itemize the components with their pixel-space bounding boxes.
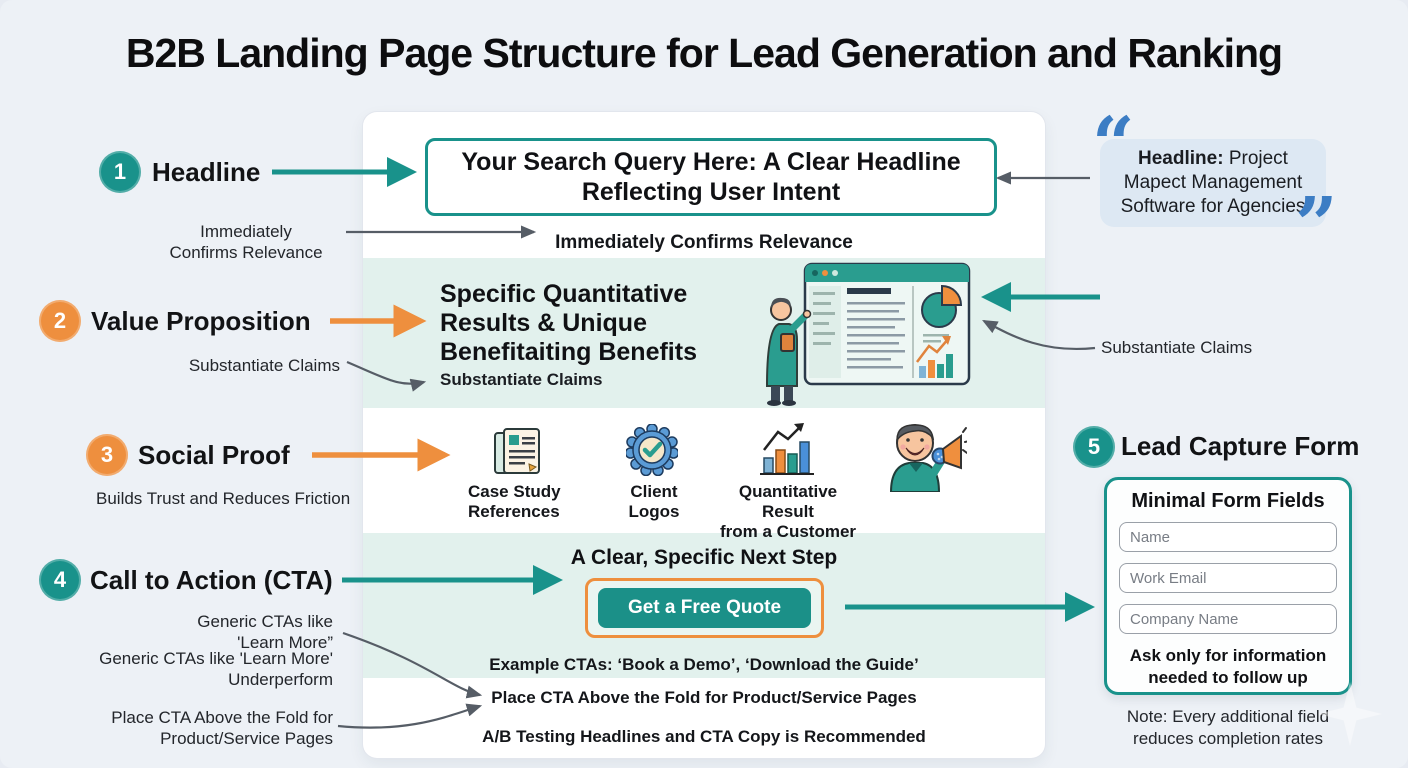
step-1-label: Headline — [152, 157, 261, 187]
badge-check-icon — [626, 424, 678, 476]
value-prop-text: Specific Quantitative Results & Unique B… — [440, 280, 697, 366]
megaphone-person-icon — [889, 424, 967, 492]
landing-page-mockup-card: Your Search Query Here: A Clear Headline… — [363, 112, 1045, 758]
page-title: B2B Landing Page Structure for Lead Gene… — [125, 30, 1283, 76]
name-field[interactable] — [1119, 522, 1337, 552]
step-3-badge: 3 — [86, 434, 128, 476]
step-4-badge: 4 — [39, 559, 81, 601]
presenter-dashboard-illustration — [765, 262, 971, 406]
step-2-label: Value Proposition — [91, 306, 311, 336]
ab-testing-note: A/B Testing Headlines and CTA Copy is Re… — [482, 727, 926, 746]
mock-headline-box: Your Search Query Here: A Clear Headline… — [425, 138, 997, 216]
close-quote-icon: ” — [1295, 182, 1338, 268]
step-4-label: Call to Action (CTA) — [90, 565, 333, 595]
headline-example-quote: Headline: Project Mapect Management Soft… — [1100, 139, 1326, 227]
work-email-field[interactable] — [1119, 563, 1337, 593]
step-2-badge: 2 — [39, 300, 81, 342]
cta-highlight-frame: Get a Free Quote — [585, 578, 824, 638]
generic-ctas-note-2: Generic CTAs like 'Learn More'Underperfo… — [99, 649, 333, 689]
lead-capture-form: Minimal Form Fields Ask only for informa… — [1104, 477, 1352, 695]
value-prop-substantiate-note: Substantiate Claims — [440, 370, 603, 389]
place-cta-note: Place CTA Above the Fold for Product/Ser… — [491, 688, 917, 707]
get-free-quote-button[interactable]: Get a Free Quote — [598, 588, 811, 628]
bar-chart-icon — [760, 423, 814, 475]
step-5-badge: 5 — [1073, 426, 1115, 468]
company-name-field[interactable] — [1119, 604, 1337, 634]
case-study-icon — [494, 428, 540, 474]
lead-form-title: Minimal Form Fields — [1131, 490, 1325, 512]
step-1-badge: 1 — [99, 151, 141, 193]
substantiate-claims-right-note: Substantiate Claims — [1101, 338, 1253, 357]
cta-examples: Example CTAs: ‘Book a Demo’, ‘Download t… — [489, 655, 919, 674]
headline-relevance-note: Immediately Confirms Relevance — [555, 232, 853, 253]
cta-heading: A Clear, Specific Next Step — [570, 546, 838, 569]
client-logos-label: Client Logos — [628, 482, 680, 521]
step-5-label: Lead Capture Form — [1121, 431, 1360, 461]
substantiate-claims-left-note: Substantiate Claims — [188, 356, 340, 375]
builds-trust-note: Builds Trust and Reduces Friction — [96, 489, 351, 508]
step-3-label: Social Proof — [138, 440, 290, 470]
generic-ctas-note-1: Generic CTAs like'Learn More” — [197, 612, 333, 652]
